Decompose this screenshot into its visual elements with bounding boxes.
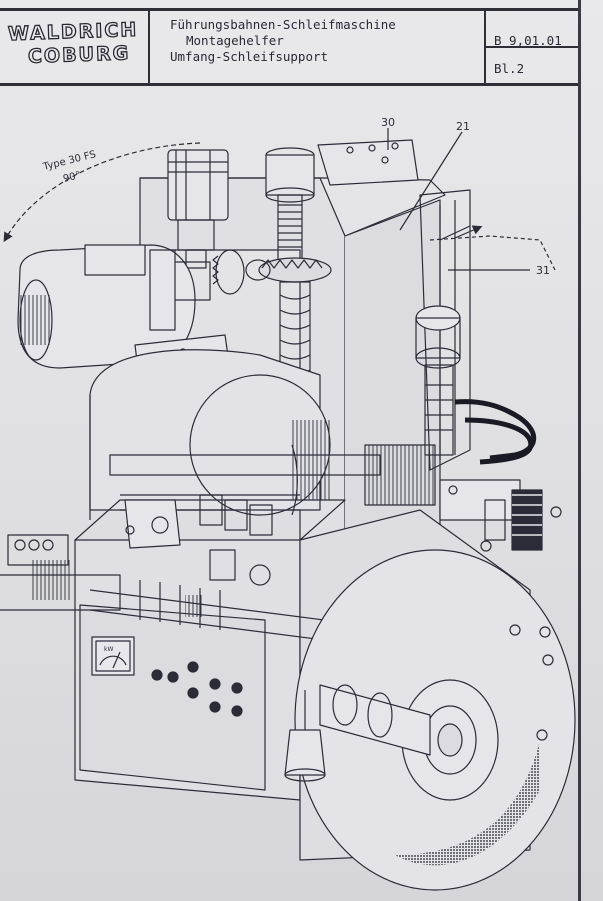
cable-bundle [454, 399, 537, 465]
drawing-number: B 9,01.01 [494, 33, 562, 48]
rotation-type-label: Type 30 FS [41, 149, 97, 173]
control-buttons [151, 661, 243, 717]
pointer-arrows [439, 226, 478, 241]
rotation-angle-label: 90° [62, 170, 82, 185]
support-label: Umfang-Schleifsupport [170, 49, 329, 64]
electrical-components [124, 494, 273, 586]
frame-border [578, 0, 581, 901]
machine-name: Führungsbahnen-Schleifmaschine [170, 17, 396, 32]
probe-unit [284, 690, 326, 782]
title-block: WALDRICH COBURG Führungsbahnen-Schleifma… [0, 8, 581, 86]
top-plate [317, 139, 419, 186]
description-cell: Führungsbahnen-Schleifmaschine Montagehe… [150, 11, 486, 83]
bevel-gear-pair [212, 249, 271, 295]
meter-unit-label: kW [104, 646, 113, 653]
callout-30: 30 [381, 116, 395, 129]
assembly-aid-label: Montagehelfer [186, 33, 284, 48]
power-meter [91, 636, 135, 676]
wheel-spindle [319, 684, 431, 756]
top-motor [167, 149, 229, 269]
left-rail-assembly [0, 534, 121, 611]
dresser-unit [364, 305, 461, 506]
base-front-panel [79, 604, 266, 791]
number-cell: B 9,01.01 Bl.2 [486, 11, 581, 83]
horizontal-motor [17, 244, 211, 369]
logo-cell: WALDRICH COBURG [0, 11, 150, 83]
number-divider [486, 46, 581, 48]
callout-21: 21 [456, 120, 470, 133]
vertical-spindle [258, 147, 332, 383]
leader-21 [399, 131, 463, 231]
grinding-wheel [294, 549, 576, 891]
sheet-number: Bl.2 [494, 61, 525, 76]
callout-31: 31 [536, 264, 550, 277]
main-drum [89, 349, 331, 520]
valve-block [439, 479, 562, 552]
rear-column [419, 189, 471, 471]
